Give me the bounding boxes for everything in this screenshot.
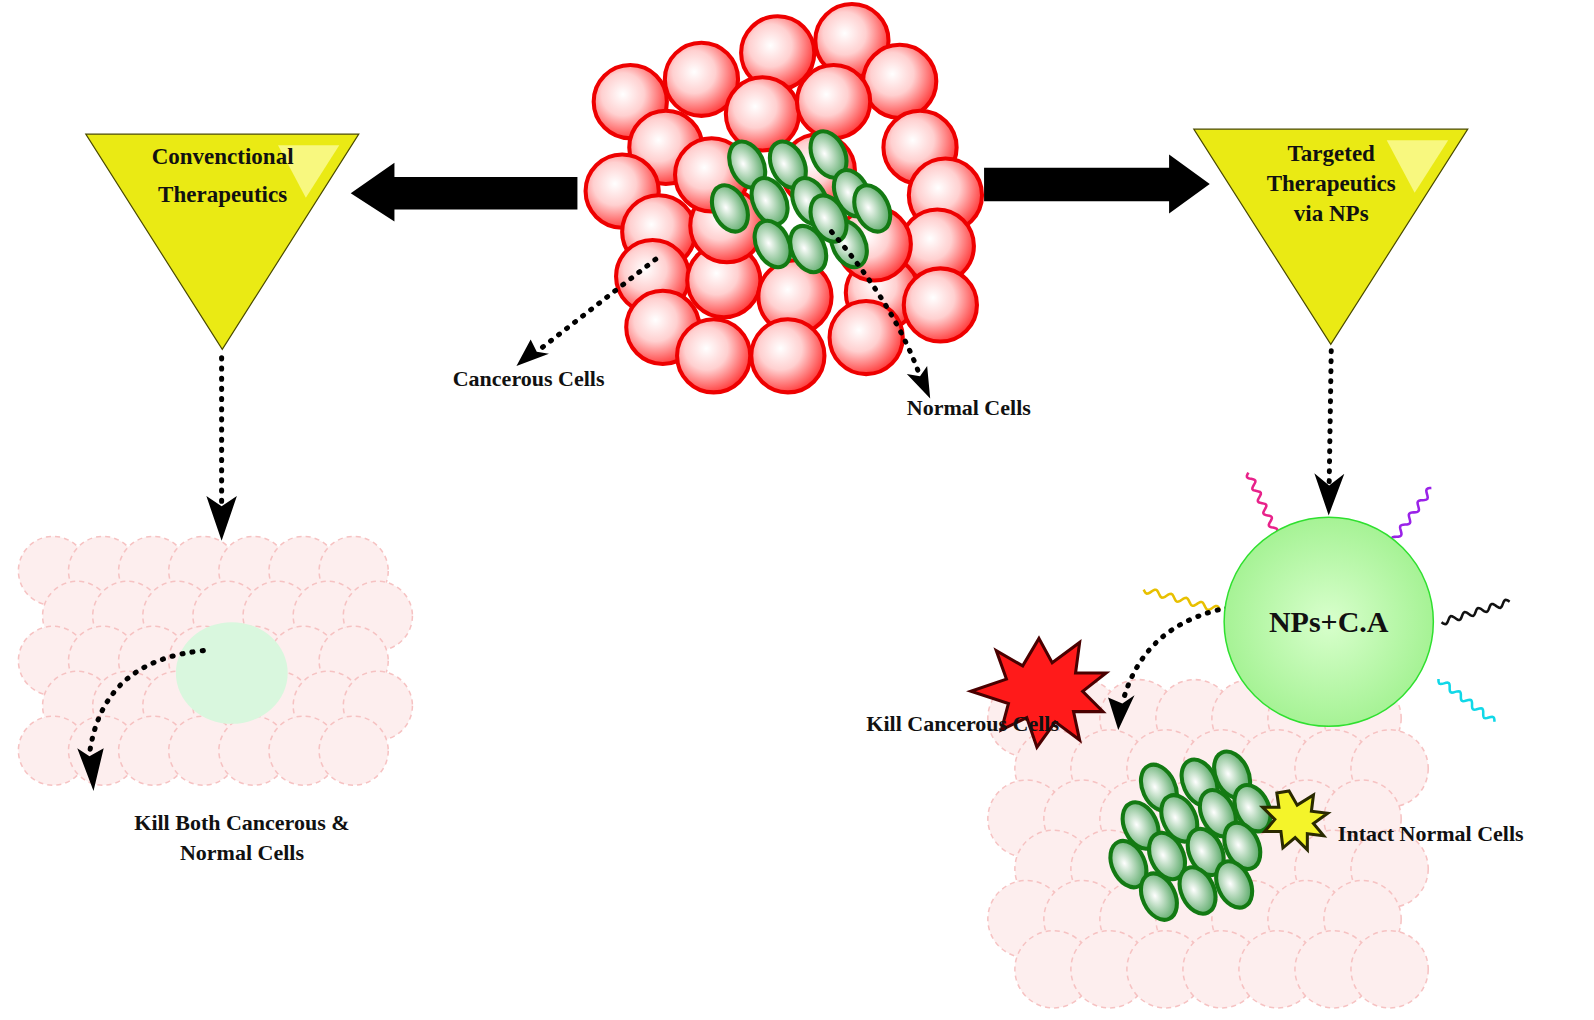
node-title: NPs+C.A: [1269, 605, 1389, 639]
therapy-triangle: Targeted Therapeutics via NPs: [1191, 127, 1471, 347]
callout-label: Cancerous Cells: [412, 364, 646, 394]
arrowhead: [907, 366, 930, 399]
leader-line: [89, 651, 203, 755]
node-title: Convenctional Therapeutics: [152, 138, 294, 214]
cancer-cell-cluster: [586, 4, 982, 392]
dotted-connector: [1314, 351, 1344, 516]
therapy-triangle: Convenctional Therapeutics: [83, 132, 362, 352]
block-arrow: [984, 155, 1210, 214]
intact-burst: [1263, 791, 1328, 850]
normal-cell-cluster: [705, 126, 897, 279]
nanoparticle-circle: NPs+C.A: [1222, 515, 1435, 728]
callout-label: Kill Cancerous Cells: [856, 709, 1069, 739]
arrowhead: [77, 748, 103, 791]
leader-line: [537, 259, 656, 352]
arrowhead: [516, 340, 549, 366]
leader-line: [1122, 606, 1238, 704]
leader-line: [219, 358, 224, 506]
arrowhead: [206, 496, 236, 541]
dead-cell-cluster: [18, 536, 412, 785]
node-title: Targeted Therapeutics via NPs: [1267, 139, 1396, 229]
intact-normal-cells: [1103, 746, 1277, 926]
arrowhead: [1108, 695, 1134, 730]
callout-label: Normal Cells: [872, 393, 1065, 423]
callout-label: Kill Both Cancerous & Normal Cells: [120, 808, 364, 868]
callout-label: Intact Normal Cells: [1338, 819, 1594, 849]
block-arrow: [351, 163, 578, 222]
leader-line: [832, 232, 920, 376]
dead-normal-cells: [176, 622, 288, 724]
